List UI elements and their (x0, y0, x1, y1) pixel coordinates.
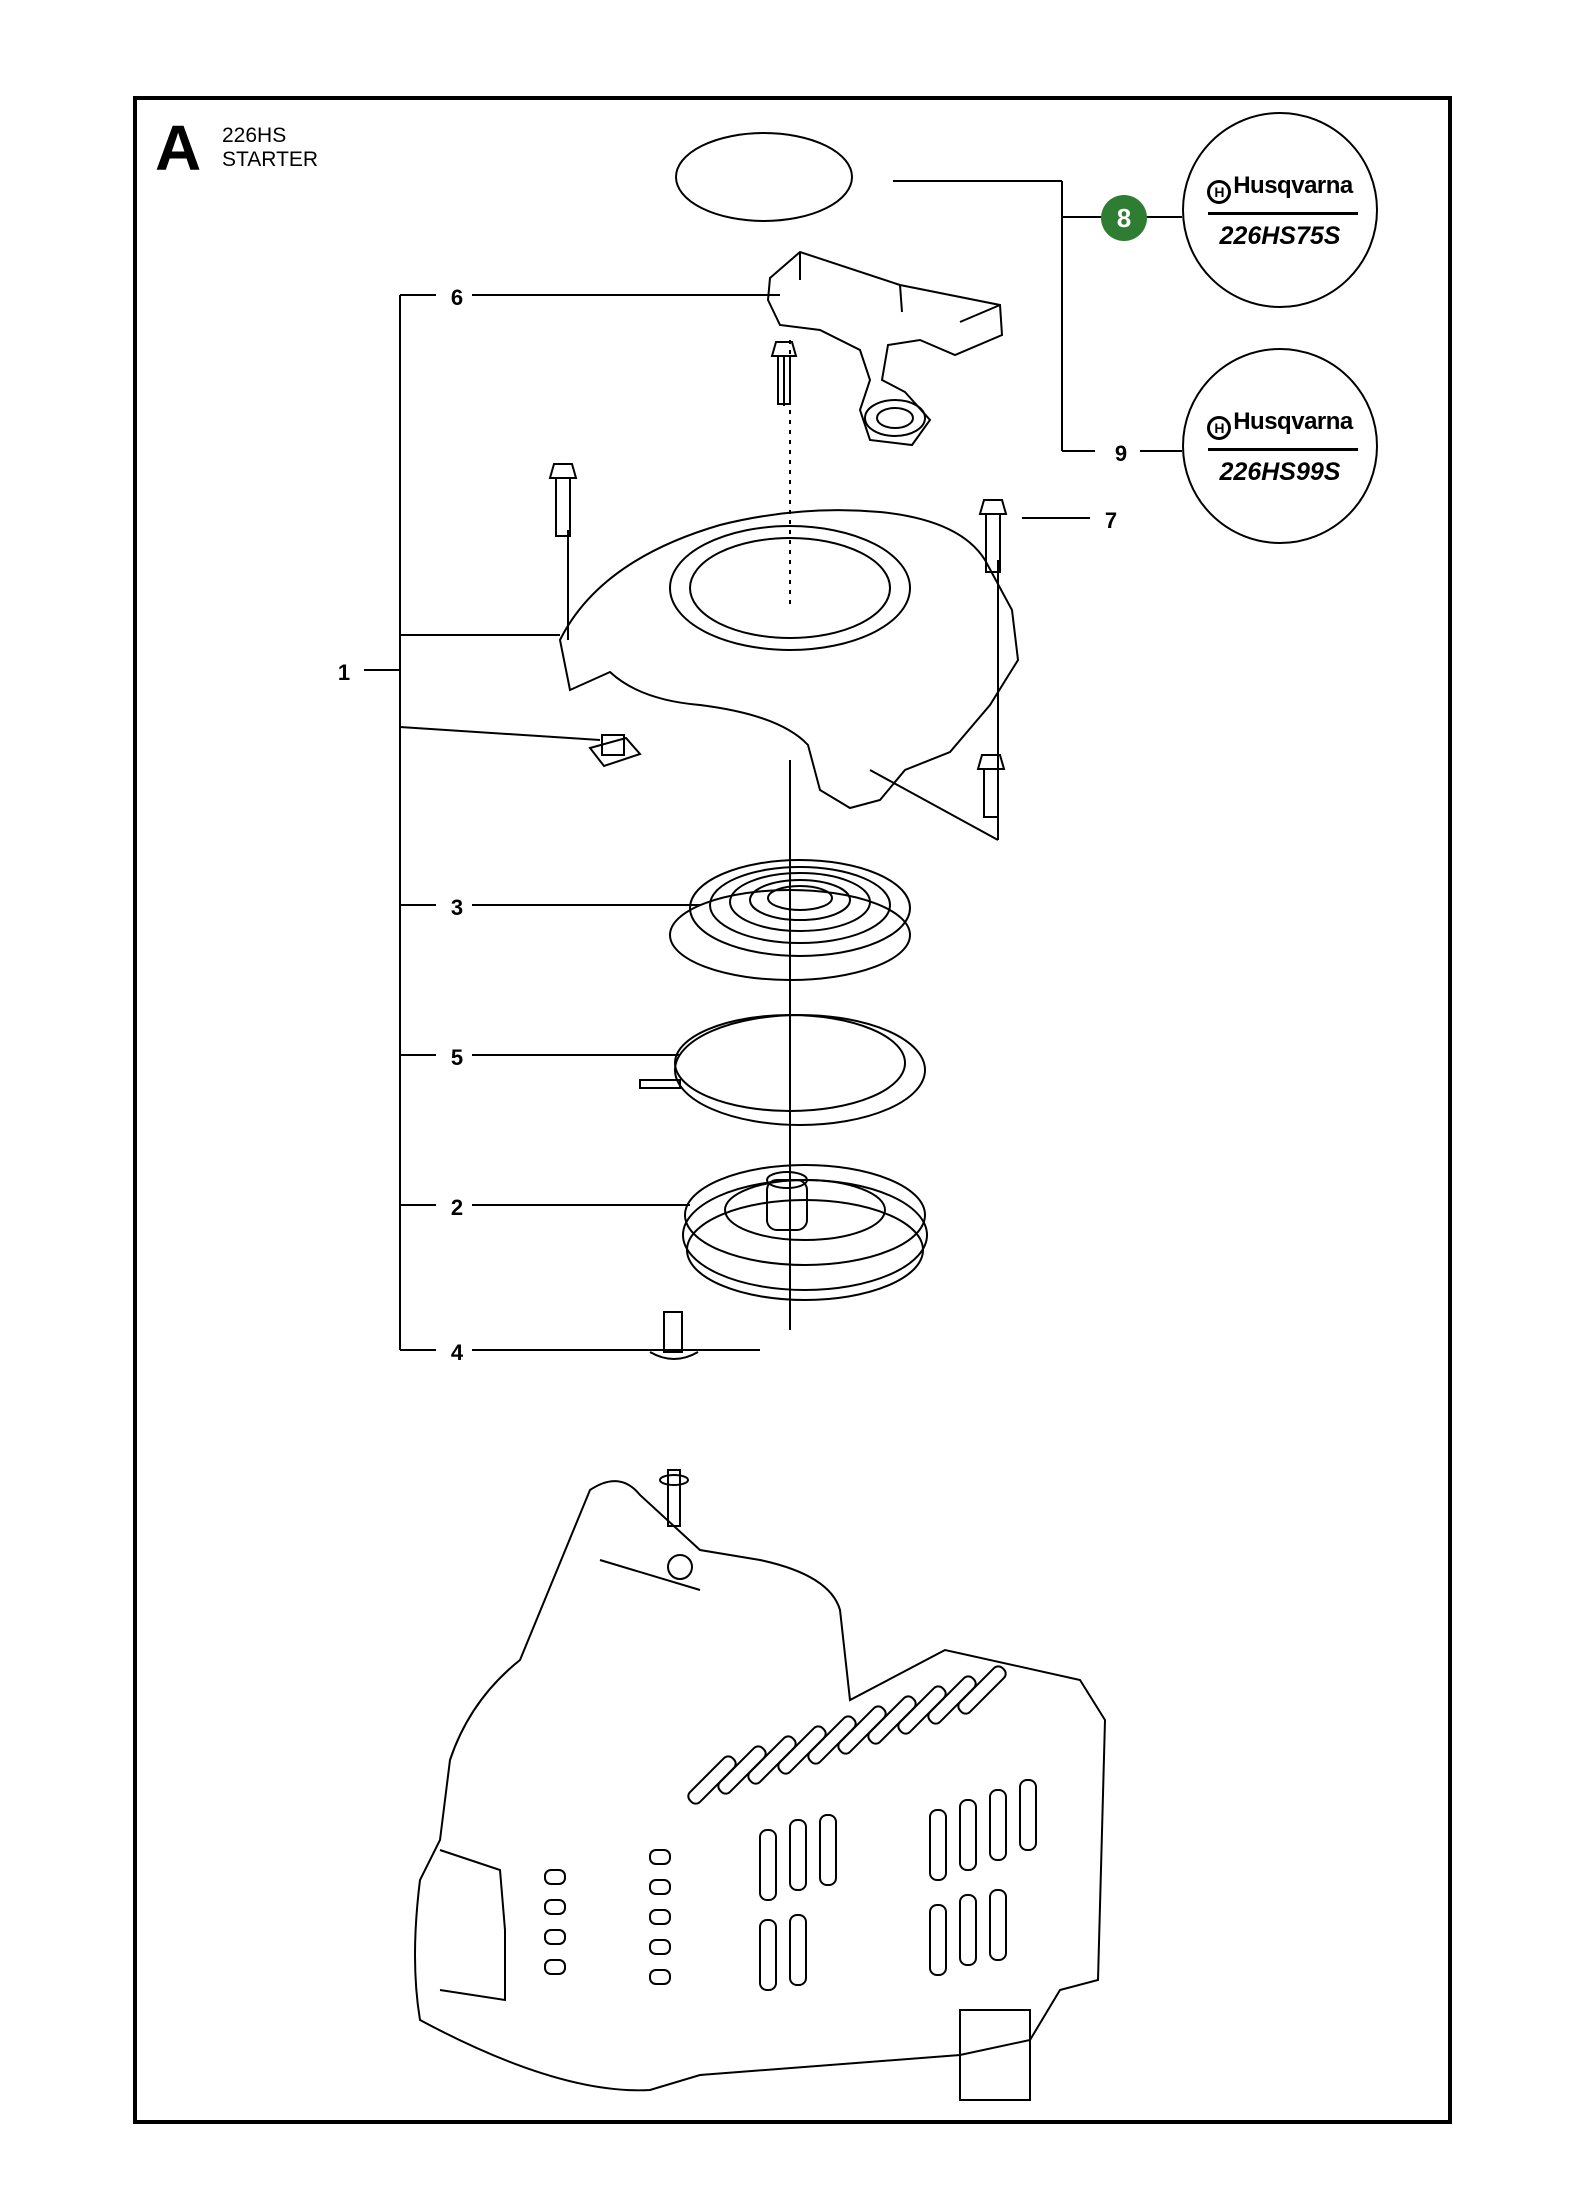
decal-rule (1208, 448, 1358, 451)
callout-1: 1 (337, 660, 351, 685)
callout-6: 6 (450, 285, 464, 310)
callout-8-highlight[interactable]: 8 (1101, 195, 1147, 241)
husqvarna-logo-icon: H (1207, 416, 1232, 440)
rewind-spring (669, 859, 911, 981)
decal-oval (675, 132, 853, 222)
callout-2: 2 (450, 1195, 464, 1220)
starter-handle (766, 250, 1004, 447)
callout-7: 7 (1104, 508, 1118, 533)
cover-vents (544, 1665, 1037, 1991)
callout-4: 4 (450, 1340, 464, 1365)
section-title: STARTER (222, 148, 319, 171)
decal-model: 226HS99S (1219, 458, 1341, 486)
callout-5: 5 (450, 1045, 464, 1070)
model-label: 226HS (222, 124, 287, 147)
callout-9: 9 (1114, 441, 1128, 466)
starter-housing (558, 509, 1020, 810)
decal-rule (1208, 212, 1358, 215)
section-letter: A (155, 112, 202, 184)
decal-model: 226HS75S (1219, 222, 1341, 250)
callout-3: 3 (450, 895, 464, 920)
starter-pulley (682, 1164, 928, 1301)
screws (548, 341, 1008, 1527)
engine-cover (414, 1480, 1107, 2101)
husqvarna-logo-icon: H (1207, 180, 1232, 204)
spring-ring (639, 1014, 926, 1126)
diagram-frame (133, 96, 1452, 2124)
